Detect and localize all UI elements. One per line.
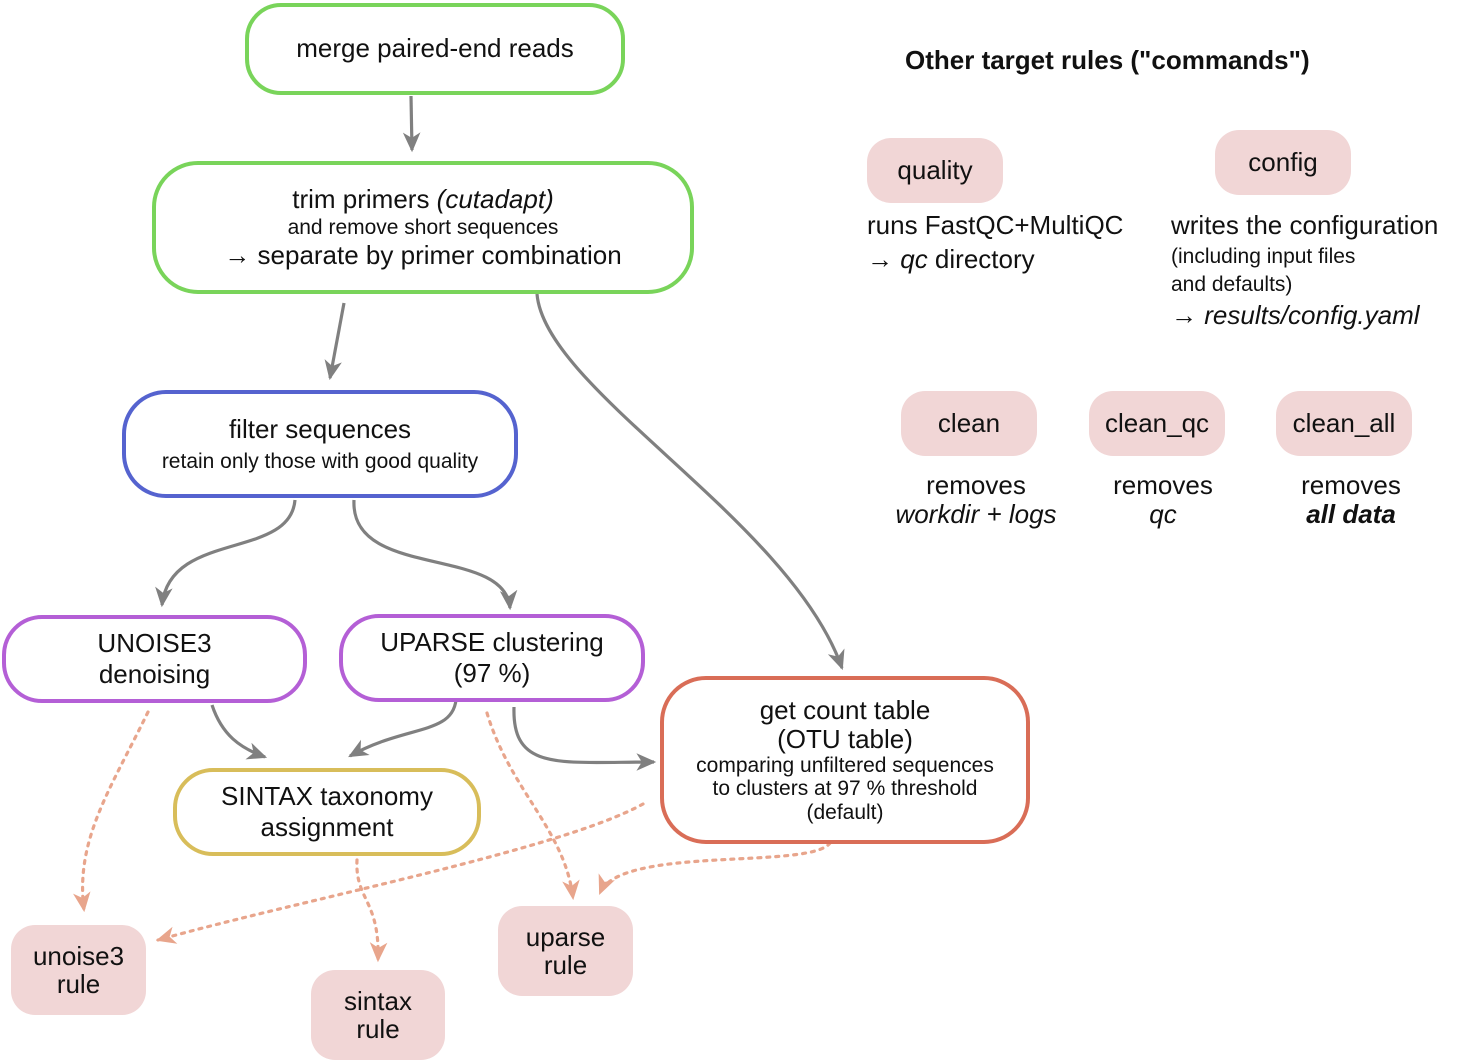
node-filter-subtitle: retain only those with good quality [161,450,479,473]
command-config-desc: writes the configuration (including inpu… [1171,209,1438,333]
command-clean-all: clean_all [1276,391,1412,456]
node-filter-title: filter sequences [228,413,412,444]
command-clean-qc: clean_qc [1089,391,1225,456]
node-trim-title-line: trim primers (cutadapt) [292,184,554,215]
node-count-line5: (default) [806,800,884,824]
node-unoise-line2: denoising [98,659,211,689]
rule-unoise3: unoise3 rule [11,925,146,1015]
node-merge-title: merge paired-end reads [296,33,574,64]
command-config-desc1: writes the configuration [1171,210,1439,240]
node-filter-sequences: filter sequences retain only those with … [122,390,518,498]
rule-sintax-line1: sintax [344,985,412,1016]
command-config-desc4: → results/config.yaml [1171,299,1438,333]
edge-uparse-count [512,706,657,771]
node-sintax-line1: SINTAX taxonomy [221,780,433,811]
node-unoise3: UNOISE3 denoising [2,615,307,703]
command-config-desc2: (including input files [1171,244,1356,268]
command-clean: clean [901,391,1037,456]
command-clean-all-label: clean_all [1292,408,1396,439]
node-uparse-line1: UPARSE clustering [380,626,604,657]
directory-word: directory [927,243,1035,274]
command-clean-desc: removes workdir + logs [876,471,1076,528]
command-quality-desc1: runs FastQC+MultiQC [867,210,1124,240]
edge-filter-unoise [155,499,297,608]
commands-heading: Other target rules ("commands") [905,45,1310,75]
edge-trim-count [535,293,845,671]
qc-dir-name: qc [900,243,928,274]
node-sintax: SINTAX taxonomy assignment [173,768,481,856]
node-count-table: get count table (OTU table) comparing un… [660,676,1030,844]
node-uparse: UPARSE clustering (97 %) [339,614,645,702]
node-trim-tool: (cutadapt) [436,183,554,214]
rule-uparse-line2: rule [543,950,588,980]
command-clean-all-desc1: removes [1301,470,1401,500]
rule-sintax: sintax rule [311,970,445,1060]
rule-sintax-line2: rule [356,1014,400,1044]
edge-trim-filter [324,302,346,381]
config-file-path: results/config.yaml [1204,300,1420,331]
command-clean-qc-label: clean_qc [1104,408,1210,439]
command-clean-qc-desc: removes qc [1063,471,1263,528]
edge-merge-trim [402,95,421,153]
command-clean-label: clean [937,408,1001,439]
command-quality-label: quality [897,155,973,186]
command-quality: quality [867,138,1003,203]
command-quality-desc: runs FastQC+MultiQC → qc directory [867,209,1123,277]
command-clean-all-desc2: all data [1306,498,1396,529]
command-config-label: config [1248,147,1318,178]
node-uparse-line2: (97 %) [453,658,531,688]
command-config: config [1215,130,1351,195]
edge-unoise-rule [73,710,150,913]
command-quality-desc2: → qc directory [867,243,1123,277]
edge-filter-uparse [352,499,518,611]
node-unoise-line1: UNOISE3 [97,627,212,658]
edge-count-unoiserule [155,802,645,944]
edge-sintax-rule [355,858,388,963]
arrow-glyph: → [867,243,901,274]
arrow-glyph: → [1171,300,1205,331]
node-count-line2: (OTU table) [777,723,913,754]
node-trim-line3: → separate by primer combination [224,240,622,271]
rule-uparse-line1: uparse [525,921,606,952]
command-clean-qc-desc2: qc [1149,498,1177,529]
node-trim-line2: and remove short sequences [287,215,559,239]
node-trim-primers: trim primers (cutadapt) and remove short… [152,161,694,294]
rule-uparse: uparse rule [498,906,633,996]
command-clean-qc-desc1: removes [1113,470,1213,500]
edge-count-uparserule [598,841,832,896]
command-clean-desc1: removes [926,470,1026,500]
rule-unoise3-line2: rule [56,969,101,999]
node-count-line3: comparing unfiltered sequences [696,753,994,777]
rule-unoise3-line1: unoise3 [32,940,125,971]
edge-uparse-uparserule [485,711,580,901]
edge-unoise-sintax [210,704,268,760]
node-count-line4: to clusters at 97 % threshold [712,777,978,801]
node-trim-title: trim primers [292,183,437,214]
command-clean-all-desc: removes all data [1251,471,1451,528]
edge-uparse-sintax [348,699,458,758]
node-merge-reads: merge paired-end reads [245,3,625,95]
node-sintax-line2: assignment [260,812,394,842]
command-clean-desc2: workdir + logs [895,498,1057,529]
command-config-desc3: and defaults) [1171,273,1293,297]
node-count-line1: get count table [759,694,931,725]
